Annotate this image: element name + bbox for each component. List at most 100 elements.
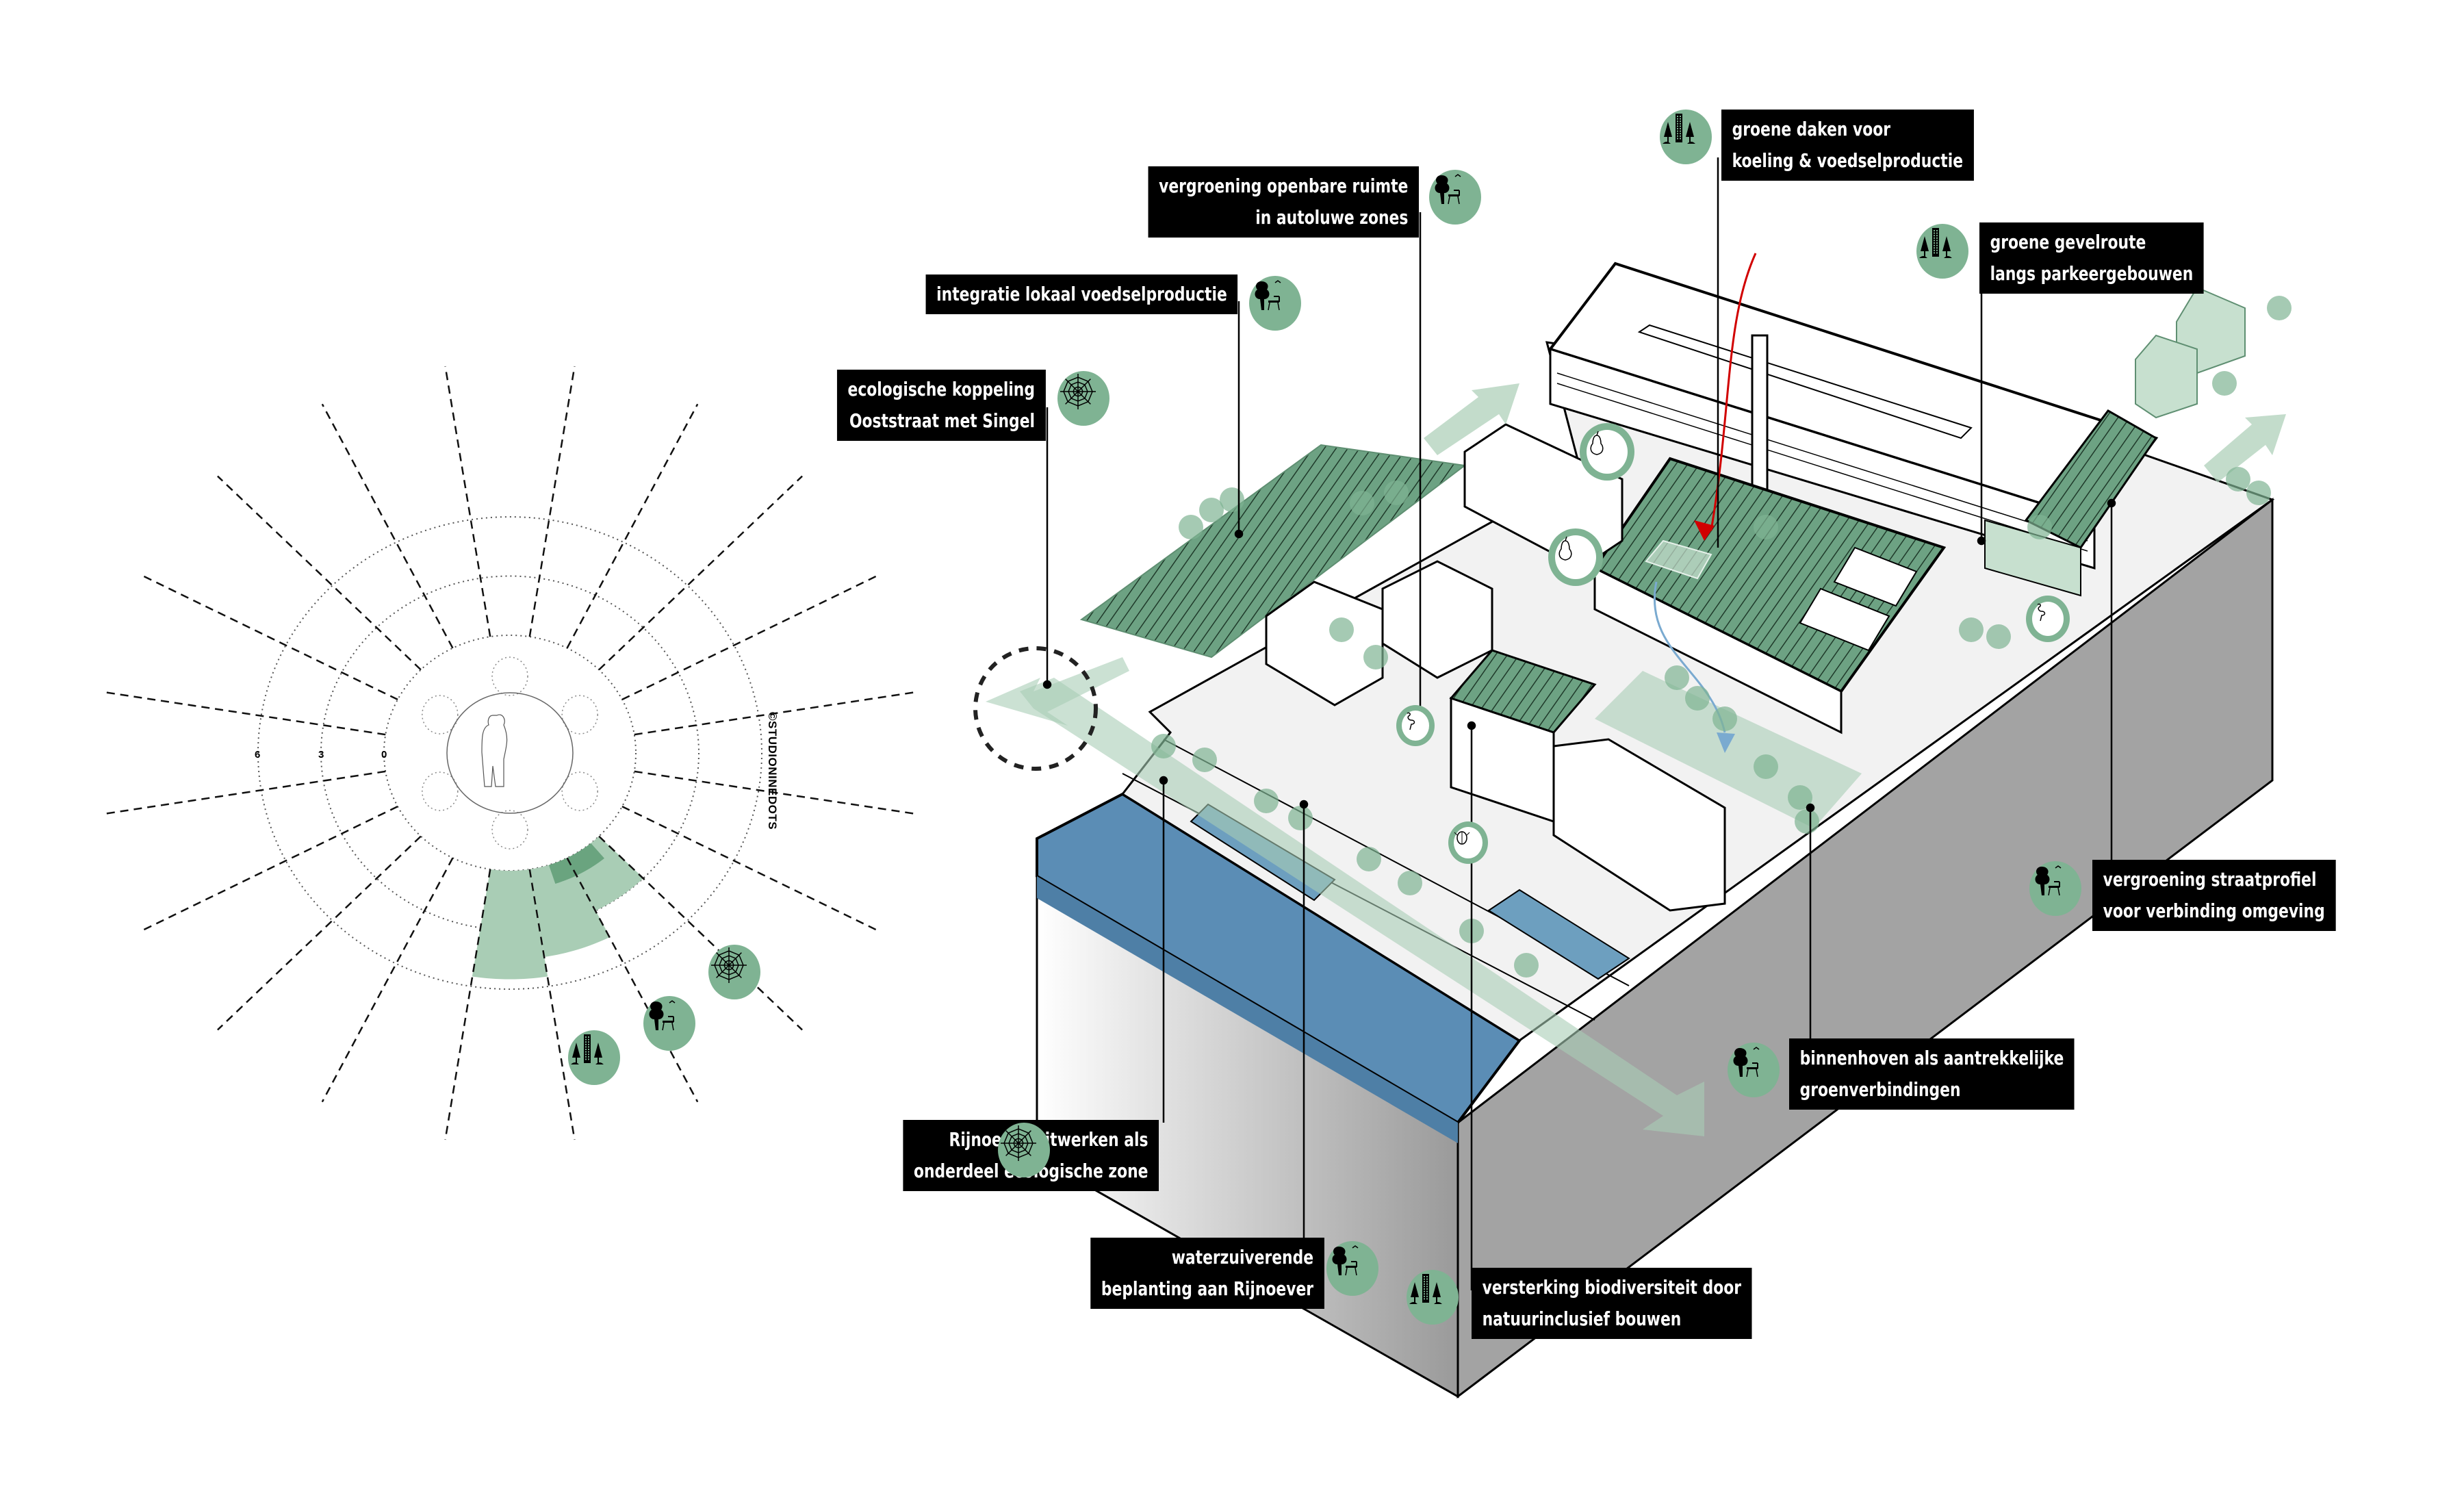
label-line: natuurinclusief bouwen: [1482, 1307, 1682, 1330]
label-line: binnenhoven als aantrekkelijke: [1799, 1047, 2064, 1069]
chart-bar-highlight: [548, 843, 604, 884]
label-line: vergroening straatprofiel: [2103, 868, 2317, 891]
green-corridor-arrow-left: [986, 657, 1129, 726]
pear-icon: [1580, 423, 1634, 481]
distant-house-2: [2135, 334, 2198, 419]
chart-slot-circle: [491, 810, 528, 850]
tree: [1350, 491, 1374, 515]
spiderweb-icon: [998, 1123, 1050, 1177]
label-groene-gevelroute: groene gevelroute langs parkeergebouwen: [1979, 222, 2204, 294]
connection-circle: [973, 646, 1098, 771]
tree-bench-icon: [2029, 861, 2081, 916]
factory-hall-facade: [1549, 347, 2096, 570]
tree: [1959, 617, 1984, 642]
tree: [1685, 686, 1710, 711]
tree: [1151, 734, 1176, 758]
label-integratie-voedselproductie: integratie lokaal voedselproductie: [925, 275, 1237, 314]
green-corridor-arrow-main: [1020, 678, 1704, 1136]
label-line: waterzuiverende: [1172, 1246, 1314, 1268]
chart-slot-circle: [561, 771, 598, 811]
chart-spoke: [141, 574, 398, 701]
tree: [1179, 515, 1203, 539]
label-line: groene daken voor: [1732, 118, 1891, 140]
scale-label-0: 0: [381, 749, 387, 761]
chart-ring-0: [383, 635, 637, 871]
chart-spoke: [634, 770, 919, 815]
chart-spoke: [598, 475, 803, 671]
green-building-icon: [568, 1030, 620, 1085]
tree: [1514, 953, 1539, 978]
blue-arrowhead: [1717, 732, 1735, 753]
green-building-icon: [1407, 1270, 1459, 1325]
tree-bench-icon: [1326, 1241, 1378, 1296]
label-groene-daken: groene daken voor koeling & voedselprodu…: [1721, 110, 1974, 181]
chart-spoke: [634, 691, 919, 736]
chart-slot-circle: [561, 695, 598, 735]
chart-spoke: [621, 805, 879, 932]
tree-bench-icon: [1249, 276, 1301, 331]
tree: [2226, 467, 2250, 492]
beetle-icon: [1448, 821, 1488, 864]
label-line: voor verbinding omgeving: [2103, 899, 2325, 922]
flamingo-icon: [2026, 596, 2070, 642]
tree: [2246, 481, 2271, 505]
tree-bench-icon: [1429, 170, 1481, 225]
tree: [1398, 871, 1422, 895]
chart-spoke: [321, 857, 454, 1103]
factory-windows: [1556, 372, 2088, 552]
rooftop-box-1: [1799, 587, 1890, 652]
tree: [1254, 789, 1279, 813]
tree: [1288, 806, 1313, 830]
chart-center-circle: [446, 692, 574, 814]
green-building-icon: [1916, 224, 1968, 279]
chart-spoke: [141, 805, 398, 932]
chart-spoke: [528, 869, 576, 1140]
chart-spoke: [321, 403, 454, 649]
chart-bar-tree-bench-icon: [529, 858, 611, 958]
tree: [1754, 754, 1778, 779]
label-versterking-biodiversiteit: versterking biodiversiteit door natuurin…: [1472, 1268, 1752, 1339]
label-waterzuiverende: waterzuiverende beplanting aan Rijnoever: [1090, 1238, 1324, 1309]
trees: [1151, 296, 2292, 978]
label-line: integratie lokaal voedselproductie: [936, 283, 1227, 305]
scale-label-3: 3: [318, 749, 324, 761]
chart-spoke: [528, 366, 576, 637]
label-line: koeling & voedselproductie: [1732, 149, 1964, 172]
tree: [2027, 515, 2052, 539]
label-line: Ooststraat met Singel: [849, 409, 1036, 432]
label-line: beplanting aan Rijnoever: [1101, 1277, 1314, 1300]
green-corridor-arrow-top: [1424, 383, 1519, 455]
label-line: in autoluwe zones: [1255, 206, 1409, 229]
chart-spoke: [444, 869, 491, 1140]
tree: [1329, 617, 1354, 642]
chart-ring-6: [257, 516, 762, 990]
flamingo-icon: [1396, 705, 1435, 746]
label-line: groene gevelroute: [1990, 231, 2146, 253]
spiderweb-icon: [1057, 371, 1109, 426]
chart-spoke: [566, 857, 699, 1103]
label-line: vergroening openbare ruimte: [1159, 175, 1409, 197]
green-building-icon: [1660, 110, 1712, 164]
spiderweb-icon: [708, 945, 760, 999]
red-arrowhead: [1694, 520, 1715, 541]
river-water: [1036, 792, 1522, 1125]
tree: [1795, 809, 1819, 834]
tree: [2212, 371, 2237, 396]
tree: [1363, 645, 1388, 669]
chart-spoke: [566, 403, 699, 649]
chart-spoke: [217, 475, 422, 671]
townhouses-front: [1552, 738, 1726, 912]
tree: [1665, 665, 1689, 690]
chart-spoke: [598, 835, 803, 1031]
chart-spoke: [101, 770, 386, 815]
rooftop-box-2: [1833, 546, 1918, 607]
tree: [2267, 296, 2292, 320]
tree: [1788, 785, 1812, 810]
tree-bench-icon: [643, 996, 695, 1051]
parking-facade: [1984, 519, 2081, 597]
tree: [1986, 624, 2011, 649]
tree: [1199, 498, 1224, 522]
tree: [1220, 487, 1244, 512]
label-line: versterking biodiversiteit door: [1482, 1276, 1741, 1299]
